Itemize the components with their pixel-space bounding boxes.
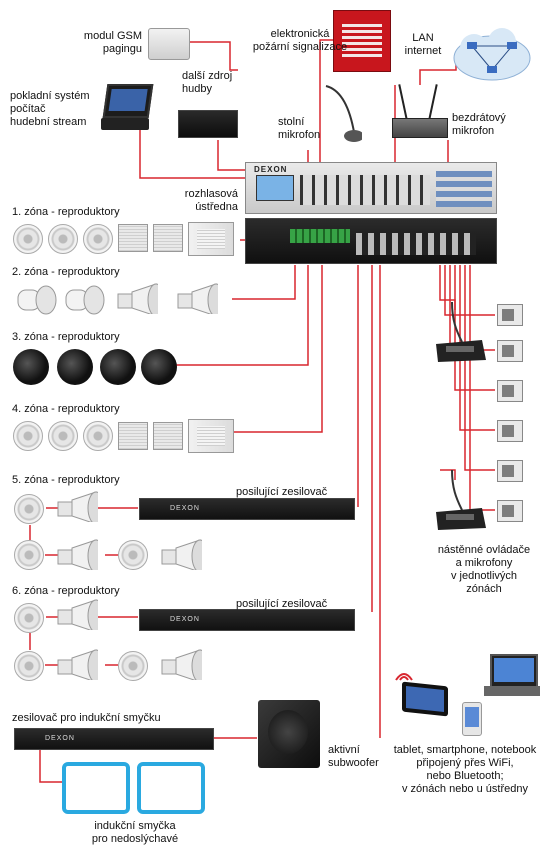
projector-speaker-icon: [17, 285, 57, 315]
zone3-label: 3. zóna - reproduktory: [12, 331, 120, 343]
music-label: další zdroj hudby: [182, 70, 233, 95]
horn-speaker-icon: [57, 649, 98, 680]
induction-amp-label: zesilovač pro indukční smyčku: [12, 712, 161, 724]
pendant-speaker: [57, 349, 93, 385]
ceiling-speaker: [14, 603, 44, 633]
wall-controller: [497, 420, 523, 442]
wire-pos: [139, 130, 245, 179]
ceiling-speaker: [118, 540, 148, 570]
wall-controller: [497, 460, 523, 482]
zone4-label: 4. zóna - reproduktory: [12, 403, 120, 415]
subwoofer-label: aktivní subwoofer: [328, 744, 379, 769]
square-ceiling-speaker: [153, 224, 183, 252]
central-mixer-back: [245, 218, 497, 264]
ceiling-speaker: [14, 651, 44, 681]
wire-fire: [319, 39, 333, 165]
induction-loop: [62, 762, 130, 814]
gsm-module: [148, 28, 190, 60]
ceiling-speaker: [13, 421, 43, 451]
horn-speaker-icon: [57, 599, 98, 630]
horn-speaker-icon: [117, 283, 158, 314]
ceiling-speaker: [48, 421, 78, 451]
pendant-speaker: [141, 349, 177, 385]
horn-speaker-icon: [161, 649, 202, 680]
wire-cloud: [419, 60, 457, 85]
booster-amplifier: DEXON: [139, 498, 355, 520]
gsm-label: modul GSM pagingu: [83, 30, 142, 55]
booster1-label: posilující zesilovač: [236, 486, 328, 498]
ceiling-speaker: [118, 651, 148, 681]
wall-controller: [497, 380, 523, 402]
zone1-label: 1. zóna - reproduktory: [12, 206, 120, 218]
booster2-label: posilující zesilovač: [236, 598, 328, 610]
ceiling-speaker: [14, 494, 44, 524]
table-microphone-icon: [325, 85, 362, 142]
lan-label: LAN internet: [404, 32, 442, 57]
horn-speaker-icon: [177, 283, 218, 314]
wireless-mic-receiver: [392, 84, 448, 140]
wall-controls-label: nástěnné ovládače a mikrofony v jednotli…: [437, 544, 531, 595]
square-ceiling-speaker: [153, 422, 183, 450]
pendant-speaker: [13, 349, 49, 385]
wire-gsm: [190, 41, 238, 71]
mixer-display: [256, 175, 294, 201]
wire-zone4: [232, 265, 323, 433]
pos-terminal: [95, 84, 155, 132]
brand-label: DEXON: [254, 165, 288, 174]
pos-label: pokladní systém počítač hudební stream: [10, 90, 90, 128]
paging-console-icon: [436, 301, 486, 362]
wire-zone2: [232, 265, 296, 300]
paging-console-icon: [436, 469, 486, 530]
wall-speaker: [188, 222, 234, 256]
booster-amplifier: DEXON: [139, 609, 355, 631]
ceiling-speaker: [83, 421, 113, 451]
center-label: rozhlasová ústředna: [184, 188, 238, 213]
table-mic-label: stolní mikrofon: [278, 116, 321, 141]
notebook: [484, 654, 542, 700]
wifi-signal-icon: [395, 673, 413, 681]
ceiling-speaker: [14, 540, 44, 570]
ceiling-speaker: [48, 224, 78, 254]
horn-speaker-icon: [57, 539, 98, 570]
ceiling-speaker: [83, 224, 113, 254]
wall-speaker: [188, 419, 234, 453]
central-mixer-front: DEXON: [245, 162, 497, 214]
wall-controller: [497, 340, 523, 362]
devices-label: tablet, smartphone, notebook připojený p…: [393, 744, 537, 795]
wall-controller: [497, 500, 523, 522]
wire-music: [217, 140, 245, 171]
zone5-label: 5. zóna - reproduktory: [12, 474, 120, 486]
smartphone: [462, 702, 482, 736]
wireless-mic-label: bezdrátový mikrofon: [452, 112, 506, 137]
zone2-label: 2. zóna - reproduktory: [12, 266, 120, 278]
square-ceiling-speaker: [118, 224, 148, 252]
induction-loop: [137, 762, 205, 814]
induction-loop-label: indukční smyčka pro nedoslýchavé: [91, 820, 179, 845]
music-source: [178, 110, 238, 138]
horn-speaker-icon: [161, 539, 202, 570]
zone6-label: 6. zóna - reproduktory: [12, 585, 120, 597]
projector-speaker-icon: [65, 285, 105, 315]
square-ceiling-speaker: [118, 422, 148, 450]
horn-speaker-icon: [57, 491, 98, 522]
pendant-speaker: [100, 349, 136, 385]
subwoofer: [258, 700, 320, 768]
cloud-network-icon: [453, 28, 531, 81]
fire-label: elektronická požární signalizace: [252, 28, 348, 53]
wall-controller: [497, 304, 523, 326]
fire-alarm-panel: [333, 10, 391, 72]
induction-amplifier: DEXON: [14, 728, 214, 750]
ceiling-speaker: [13, 224, 43, 254]
tablet: [402, 681, 448, 717]
wire-zone3: [172, 265, 309, 366]
